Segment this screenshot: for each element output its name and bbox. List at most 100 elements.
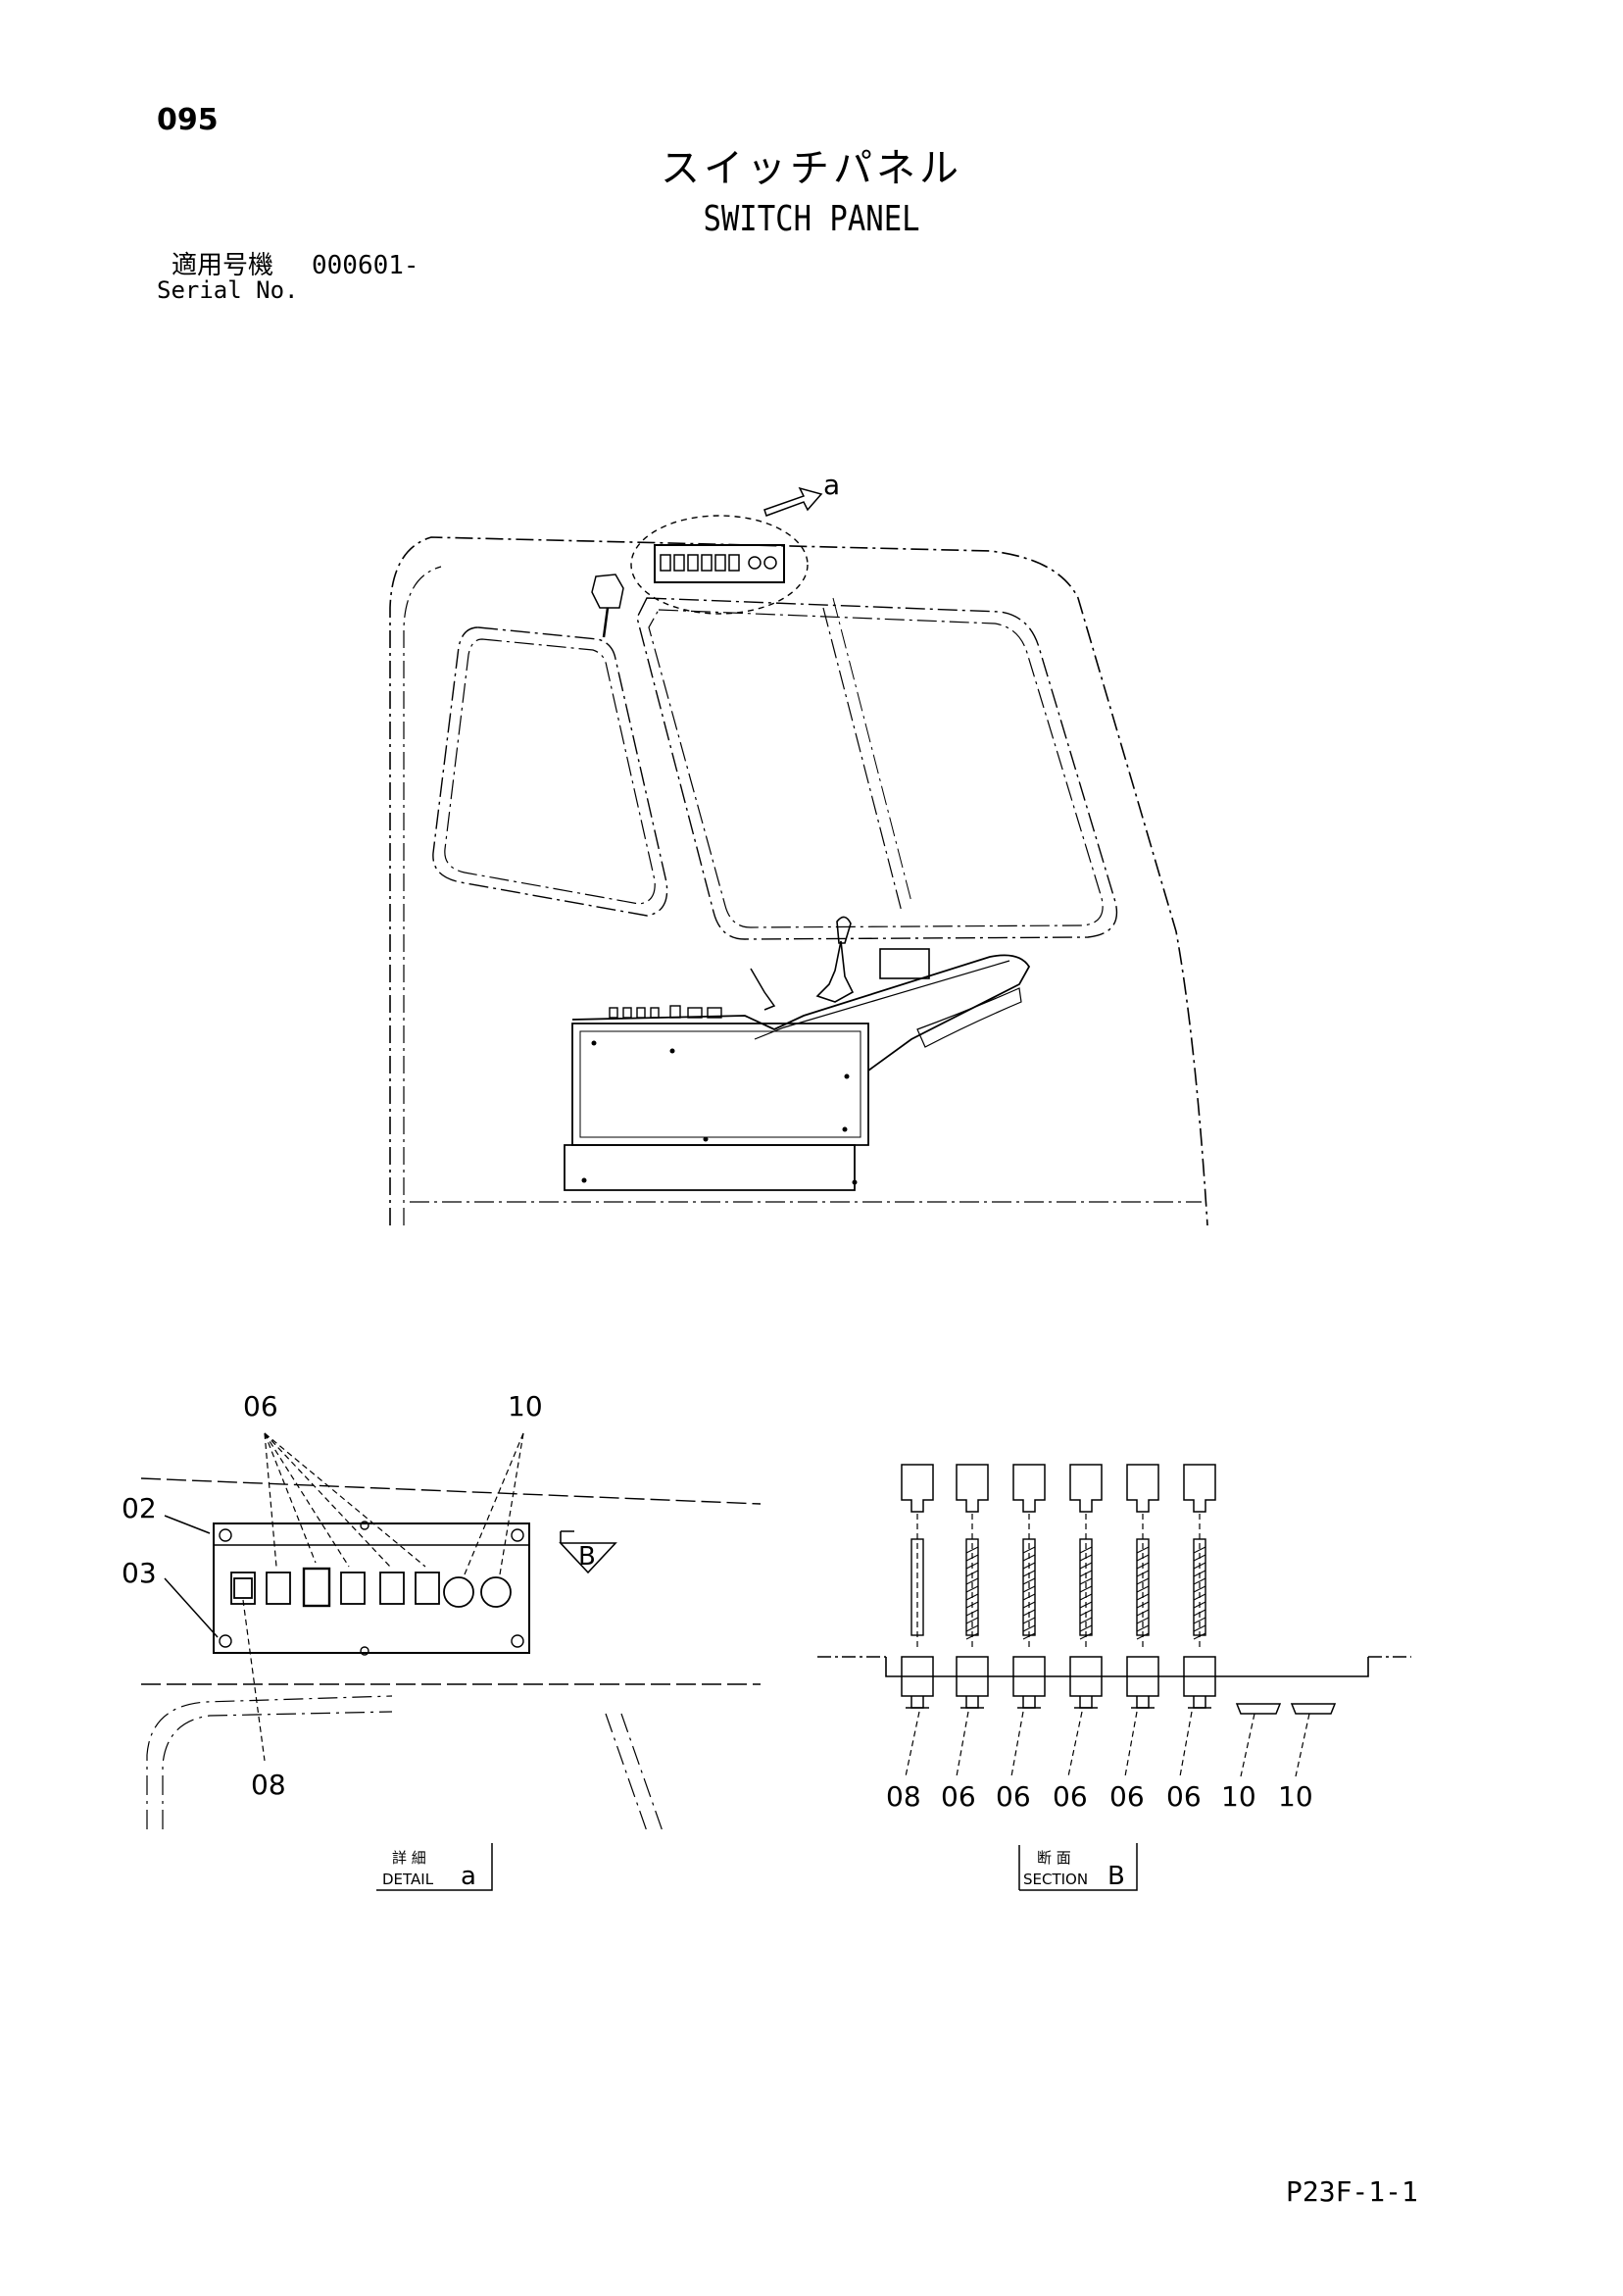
- section-harness-hatch: [1022, 1585, 1036, 1593]
- section-switch-stem: [965, 1696, 979, 1709]
- serial-number-value: 000601-: [312, 251, 419, 280]
- section-harness-hatch: [1079, 1546, 1093, 1554]
- section-harness: [1022, 1538, 1036, 1636]
- section-switch-body: [956, 1656, 989, 1697]
- serial-label-japanese: 適用号機: [172, 251, 274, 280]
- section-harness-hatch: [1136, 1570, 1150, 1577]
- section-switch-stem: [1136, 1696, 1150, 1709]
- section-switch-body: [1126, 1656, 1159, 1697]
- section-label-06-2: 06: [996, 1780, 1031, 1813]
- callout-06-switch: 06: [243, 1390, 278, 1423]
- section-harness-hatch: [965, 1617, 979, 1624]
- page-number: 095: [157, 103, 219, 137]
- section-harness-hatch: [1193, 1617, 1206, 1624]
- page-code: P23F-1-1: [1286, 2175, 1418, 2208]
- section-harness-hatch: [1136, 1585, 1150, 1593]
- section-harness-hatch: [965, 1546, 979, 1554]
- section-switch-stem: [910, 1696, 924, 1709]
- callout-03-screw: 03: [122, 1557, 157, 1589]
- section-label-06-3: 06: [1053, 1780, 1088, 1813]
- section-harness-hatch: [1193, 1624, 1206, 1632]
- section-label-06-5: 06: [1166, 1780, 1202, 1813]
- section-harness-hatch: [1193, 1570, 1206, 1577]
- section-harness-hatch: [1022, 1617, 1036, 1624]
- section-label-08: 08: [886, 1780, 921, 1813]
- section-harness-hatch: [1136, 1562, 1150, 1570]
- section-harness-hatch: [1193, 1609, 1206, 1617]
- detail-caption-letter: a: [461, 1862, 476, 1891]
- section-harness-hatch: [1022, 1593, 1036, 1601]
- section-label-10-2: 10: [1278, 1780, 1313, 1813]
- section-switch-body: [1183, 1656, 1216, 1697]
- section-harness-hatch: [1136, 1617, 1150, 1624]
- section-caption-english: SECTION: [1023, 1871, 1088, 1888]
- section-harness-hatch: [1193, 1554, 1206, 1562]
- section-harness-hatch: [1136, 1601, 1150, 1609]
- cab-illustration: a: [389, 469, 1208, 1226]
- section-harness-hatch: [1136, 1609, 1150, 1617]
- section-harness-hatch: [965, 1601, 979, 1609]
- detail-caption-japanese: 詳 細: [392, 1849, 426, 1867]
- section-switch-stem: [1193, 1696, 1206, 1709]
- section-harness-hatch: [1079, 1585, 1093, 1593]
- title-english: SWITCH PANEL: [703, 199, 920, 239]
- section-connector-head: [956, 1464, 989, 1513]
- section-harness-hatch: [965, 1554, 979, 1562]
- section-harness-hatch: [1079, 1632, 1093, 1640]
- section-caption-letter: B: [1107, 1862, 1125, 1891]
- section-arrow-label: B: [578, 1542, 596, 1572]
- section-harness: [1079, 1538, 1093, 1636]
- section-harness-hatch: [1193, 1562, 1206, 1570]
- section-harness-hatch: [965, 1609, 979, 1617]
- section-switch-body: [1069, 1656, 1103, 1697]
- detail-callout-a: a: [823, 469, 840, 501]
- section-harness-hatch: [965, 1570, 979, 1577]
- section-harness-hatch: [1022, 1632, 1036, 1640]
- section-harness-hatch: [965, 1577, 979, 1585]
- section-harness-hatch: [1079, 1577, 1093, 1585]
- section-part-labels: 08 06 06 06 06 06 10 10: [886, 1780, 1313, 1813]
- section-harness-hatch: [1193, 1546, 1206, 1554]
- section-harness: [1193, 1538, 1206, 1636]
- callout-10-knob: 10: [508, 1390, 543, 1423]
- section-harness-hatch: [1079, 1593, 1093, 1601]
- section-harness-hatch: [1079, 1617, 1093, 1624]
- serial-label-english: Serial No.: [157, 276, 299, 304]
- section-harness-hatch: [965, 1593, 979, 1601]
- section-harness-hatch: [1022, 1609, 1036, 1617]
- section-switch-stem: [1022, 1696, 1036, 1709]
- section-harness-hatch: [1079, 1554, 1093, 1562]
- section-switch-body: [901, 1656, 934, 1697]
- section-harness-hatch: [1193, 1577, 1206, 1585]
- section-label-06-4: 06: [1109, 1780, 1145, 1813]
- section-harness-hatch: [965, 1585, 979, 1593]
- section-harness-hatch: [1193, 1593, 1206, 1601]
- section-connector-head: [1126, 1464, 1159, 1513]
- section-harness: [1136, 1538, 1150, 1636]
- section-harness-hatch: [1079, 1601, 1093, 1609]
- section-harness-hatch: [965, 1562, 979, 1570]
- section-harness-hatch: [1193, 1632, 1206, 1640]
- callout-02-panel: 02: [122, 1492, 157, 1524]
- section-switch-body: [1012, 1656, 1046, 1697]
- section-label-10-1: 10: [1221, 1780, 1256, 1813]
- section-harness-hatch: [1136, 1593, 1150, 1601]
- section-switch-stem: [1079, 1696, 1093, 1709]
- section-harness-hatch: [1079, 1609, 1093, 1617]
- section-harness-hatch: [1136, 1624, 1150, 1632]
- section-label-06-1: 06: [941, 1780, 976, 1813]
- section-harness-hatch: [1022, 1554, 1036, 1562]
- section-harness-hatch: [965, 1624, 979, 1632]
- section-harness-hatch: [1022, 1601, 1036, 1609]
- section-caption-japanese: 断 面: [1037, 1849, 1071, 1867]
- section-connector-head: [1012, 1464, 1046, 1513]
- section-harness-hatch: [1136, 1632, 1150, 1640]
- section-harness-hatch: [1022, 1570, 1036, 1577]
- title-japanese: スイッチパネル: [661, 146, 962, 191]
- section-connector-head: [1069, 1464, 1103, 1513]
- section-b-view: 08 06 06 06 06 06 10 10 断 面 SECTION B: [817, 1464, 1411, 1891]
- section-harness-hatch: [1079, 1562, 1093, 1570]
- section-harness: [965, 1538, 979, 1636]
- section-harness-hatch: [1022, 1546, 1036, 1554]
- section-harness-hatch: [1193, 1585, 1206, 1593]
